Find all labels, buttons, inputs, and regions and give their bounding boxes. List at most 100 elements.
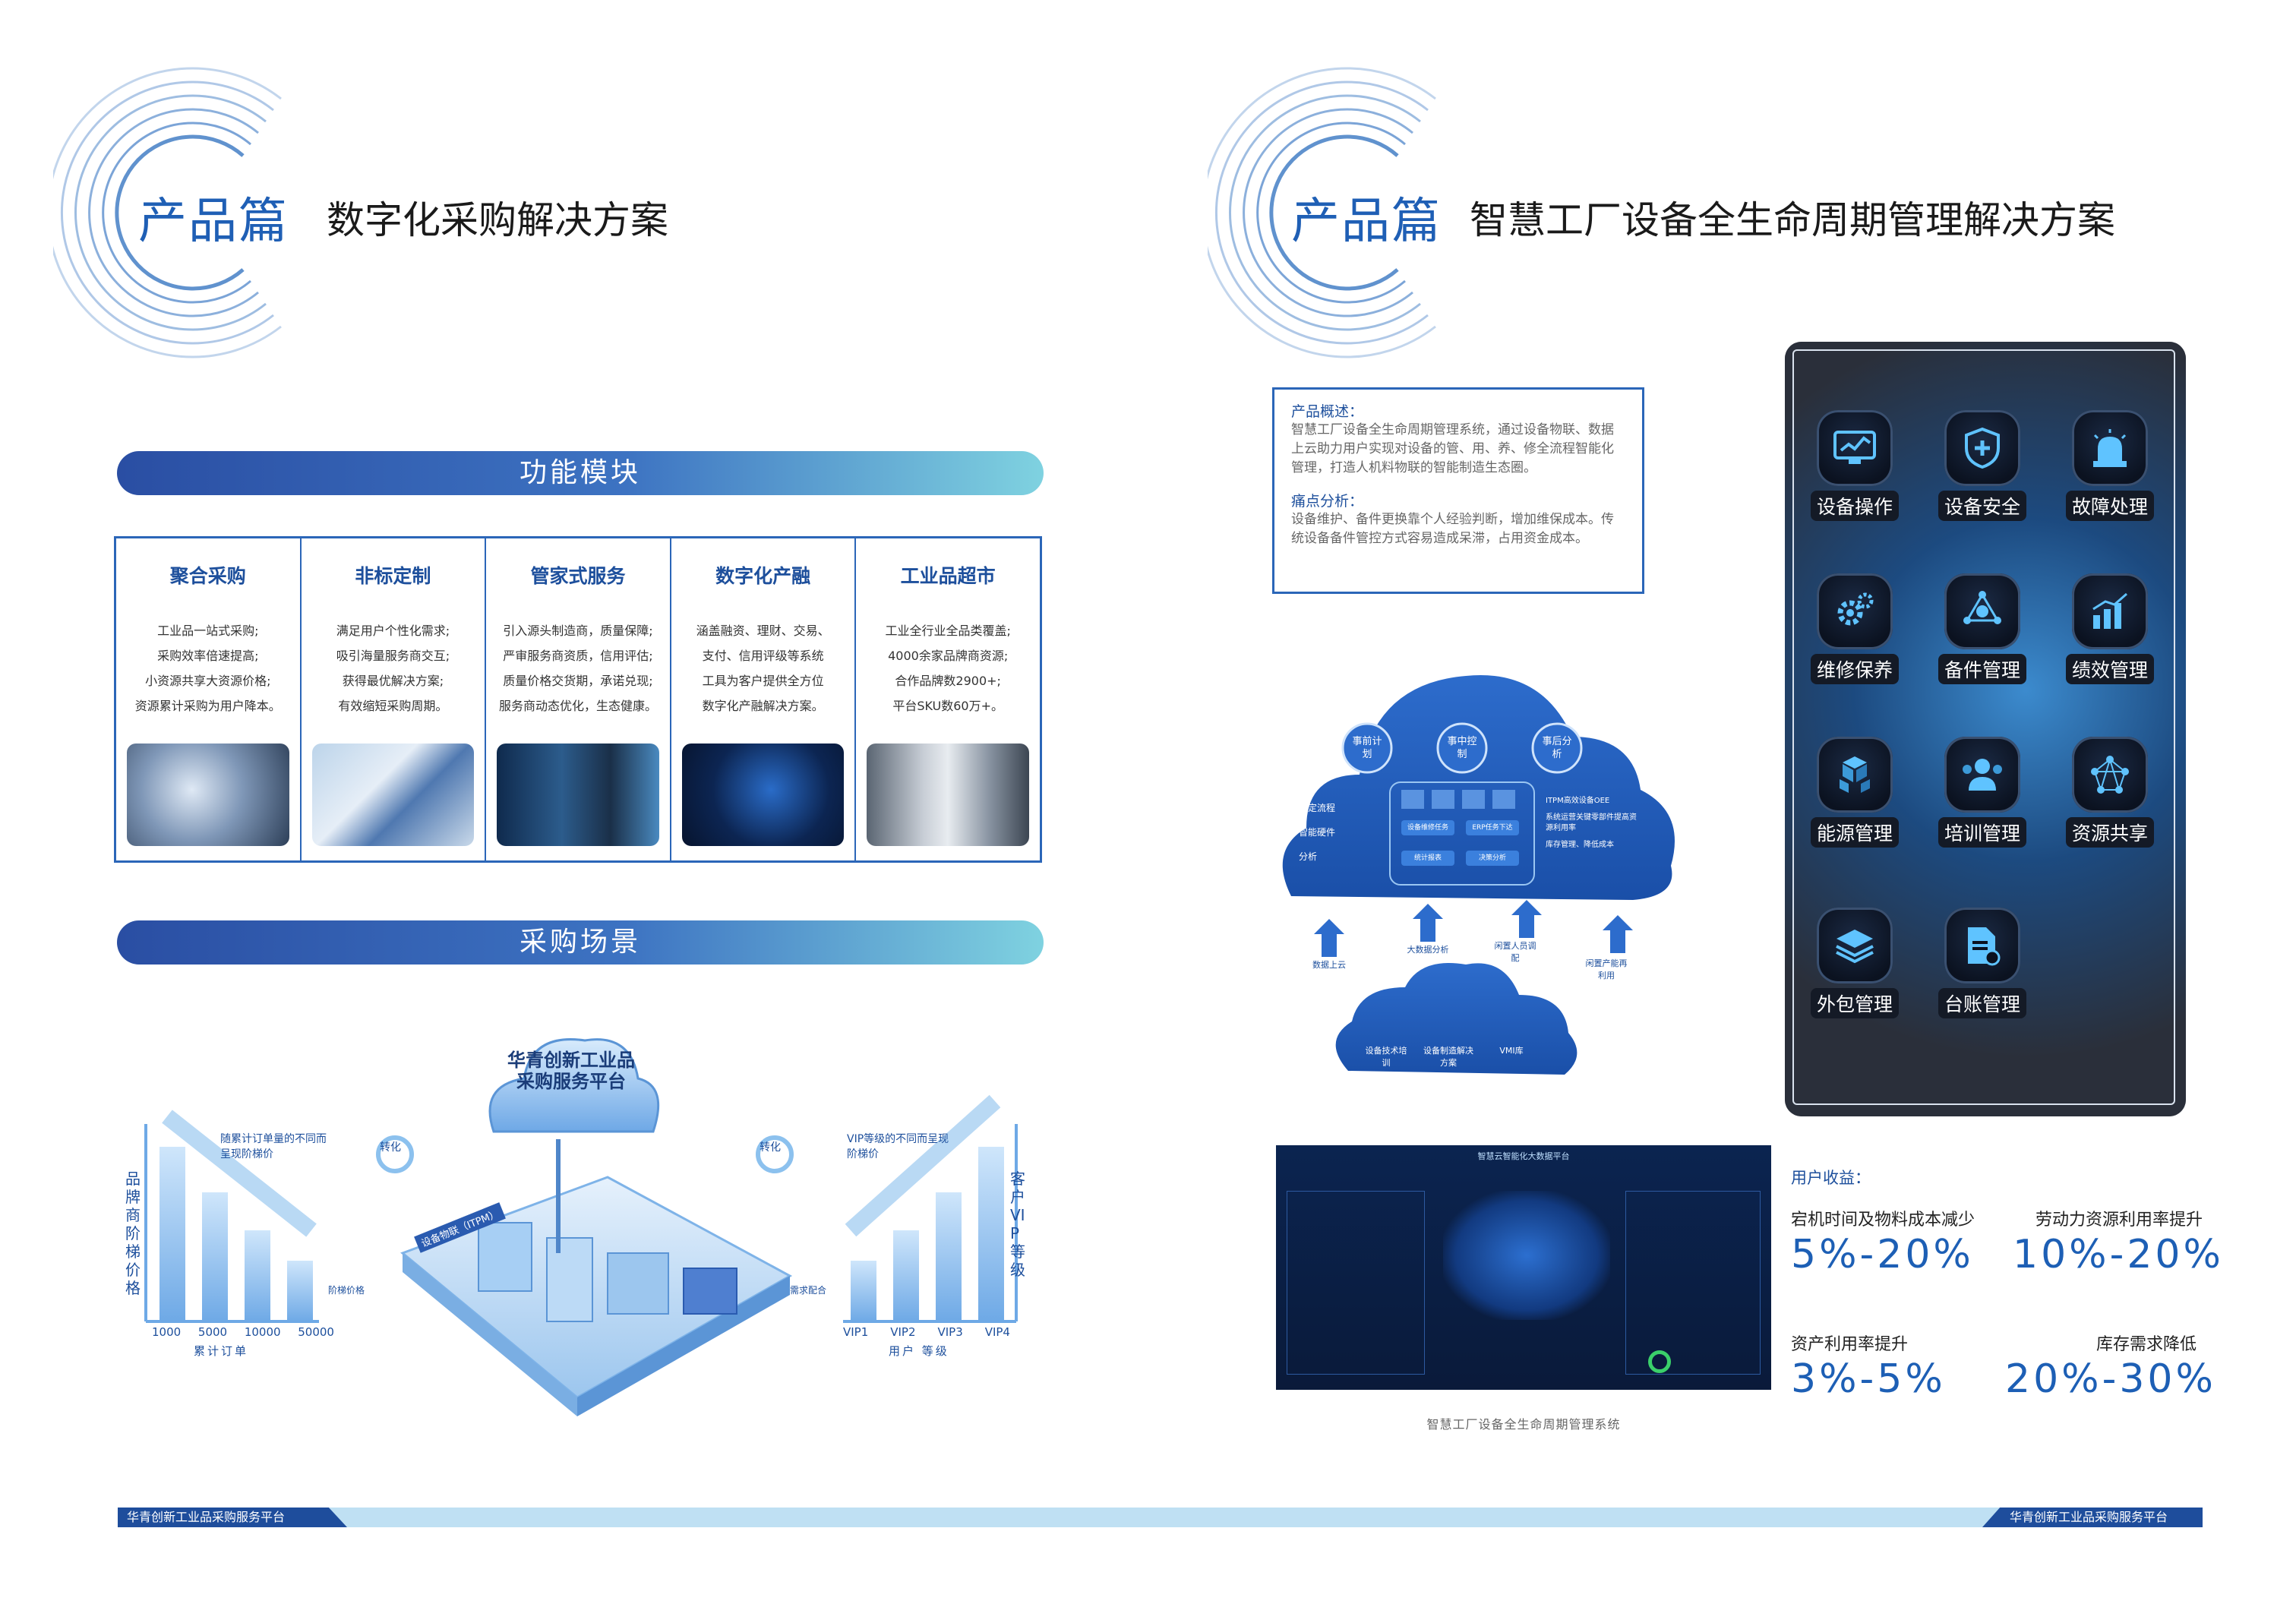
right-note: VIP等级的不同而呈现阶梯价 — [847, 1133, 949, 1160]
module-line: 有效缩短采购周期。 — [338, 699, 448, 713]
gains-heading: 用户收益： — [1791, 1169, 1871, 1187]
module-line: 支付、信用评级等系统 — [702, 649, 824, 663]
network-nodes-icon — [2072, 737, 2148, 813]
module-line: 严审服务商资质，信用评估; — [503, 649, 653, 663]
decorative-rings-left — [53, 67, 282, 358]
cloud-left-item: 分析 — [1299, 851, 1318, 862]
dashboard-caption: 智慧工厂设备全生命周期管理系统 — [1426, 1417, 1621, 1432]
tag-left-arrow: 阶梯价格 — [328, 1285, 365, 1296]
dashboard-screenshot: 智慧云智能化大数据平台 — [1276, 1145, 1771, 1390]
cloud-right-item: 系统运营关键零部件提高资源利用率 — [1546, 813, 1637, 832]
module-title: 非标定制 — [355, 565, 431, 587]
cloud-button: 统计报表 — [1413, 854, 1442, 862]
module-line: 工具为客户提供全方位 — [702, 674, 824, 688]
app-label: 外包管理 — [1810, 988, 1899, 1018]
app-performance[interactable]: 绩效管理 — [2064, 573, 2155, 684]
pain-heading: 痛点分析： — [1291, 493, 1364, 510]
left-vertical-label: 品牌商阶梯价格 — [125, 1170, 141, 1297]
tick: 50000 — [298, 1325, 334, 1339]
dashboard-left-panel — [1287, 1191, 1425, 1375]
module-line: 4000余家品牌商资源; — [888, 649, 1009, 663]
tick: VIP1 — [843, 1325, 869, 1339]
app-energy[interactable]: 能源管理 — [1809, 737, 1900, 848]
app-label: 故障处理 — [2065, 491, 2154, 521]
app-label: 能源管理 — [1810, 817, 1899, 848]
left-note: 随累计订单量的不同而呈现阶梯价 — [220, 1133, 327, 1160]
cloud-right-item: 库存管理、降低成本 — [1546, 841, 1614, 849]
app-fault-handling[interactable]: 故障处理 — [2064, 410, 2155, 521]
phone-frame — [1792, 349, 2175, 1105]
module-line: 平台SKU数60万+。 — [892, 699, 1004, 713]
tick: VIP2 — [890, 1325, 916, 1339]
document-icon — [1944, 908, 2020, 983]
tick: VIP3 — [937, 1325, 963, 1339]
bar-chart-icon — [2072, 573, 2148, 649]
app-ledger[interactable]: 台账管理 — [1937, 908, 2028, 1018]
gain-value: 20%-30% — [2005, 1356, 2216, 1402]
gain-value: 5%-20% — [1791, 1232, 1974, 1277]
shield-plus-icon — [1944, 410, 2020, 486]
app-label: 维修保养 — [1810, 654, 1899, 684]
function-modules-bar: 功能模块 — [117, 451, 1044, 495]
function-modules: 聚合采购 工业品一站式采购; 采购效率倍速提高; 小资源共享大资源价格; 资源累… — [114, 536, 1042, 863]
dashboard-map — [1443, 1191, 1610, 1320]
module-title: 管家式服务 — [530, 565, 626, 587]
module-image — [127, 744, 289, 846]
section-title: 产品篇 — [1291, 194, 1442, 250]
app-label: 台账管理 — [1938, 988, 2026, 1018]
footer-tag-left: 华青创新工业品采购服务平台 — [118, 1508, 347, 1527]
module-line: 获得最优解决方案; — [342, 674, 444, 688]
cloud-diagram — [1282, 675, 1675, 1075]
module-title: 聚合采购 — [169, 565, 246, 587]
module-line: 小资源共享大资源价格; — [145, 674, 271, 688]
module-image — [497, 744, 659, 846]
tick: 5000 — [197, 1325, 228, 1339]
pain-text: 设备维护、备件更换靠个人经验判断，增加维保成本。传统设备备件管控方式容易造成呆滞… — [1291, 512, 1614, 546]
cloud-bottom-item: 设备制造解决方案 — [1423, 1046, 1473, 1068]
module-line: 合作品牌数2900+; — [895, 674, 1001, 688]
gain-label: 宕机时间及物料成本减少 — [1791, 1211, 1975, 1230]
dashboard-indicator — [1648, 1350, 1671, 1373]
module-line: 满足用户个性化需求; — [336, 624, 450, 638]
purchase-scenes-bar: 采购场景 — [117, 920, 1044, 965]
section-title: 产品篇 — [138, 194, 289, 250]
users-icon — [1944, 737, 2020, 813]
app-device-safety[interactable]: 设备安全 — [1937, 410, 2028, 521]
app-training[interactable]: 培训管理 — [1937, 737, 2028, 848]
molecule-icon — [1944, 573, 2020, 649]
module-line: 数字化产融解决方案。 — [702, 699, 824, 713]
product-overview-card: 产品概述： 智慧工厂设备全生命周期管理系统，通过设备物联、数据上云助力用户实现对… — [1272, 387, 1644, 594]
alarm-light-icon — [2072, 410, 2148, 486]
module-aggregate: 聚合采购 工业品一站式采购; 采购效率倍速提高; 小资源共享大资源价格; 资源累… — [116, 538, 302, 860]
cloud-right-item: ITPM高效设备OEE — [1546, 797, 1610, 805]
module-title: 数字化产融 — [715, 565, 811, 587]
cloud-bottom-item: VMI库 — [1499, 1046, 1524, 1056]
dashboard-title: 智慧云智能化大数据平台 — [1477, 1151, 1570, 1161]
gears-icon — [1817, 573, 1893, 649]
tick: 10000 — [244, 1325, 281, 1339]
dashboard-right-panel — [1625, 1191, 1761, 1375]
right-axis-label: 用户 等级 — [889, 1344, 949, 1358]
gain-value: 10%-20% — [2013, 1232, 2224, 1277]
cloud-button: ERP任务下达 — [1472, 824, 1513, 832]
app-device-operation[interactable]: 设备操作 — [1809, 410, 1900, 521]
app-maintenance[interactable]: 维修保养 — [1809, 573, 1900, 684]
cloud-left-item: 智能硬件 — [1299, 827, 1336, 838]
module-image — [311, 744, 475, 846]
module-finance: 数字化产融 涵盖融资、理财、交易、 支付、信用评级等系统 工具为客户提供全方位 … — [671, 538, 857, 860]
arrow-label: 闲置人员调配 — [1494, 941, 1536, 963]
app-spare-parts[interactable]: 备件管理 — [1937, 573, 2028, 684]
cloud-stage: 事前计划 — [1352, 736, 1382, 760]
arrow-label: 数据上云 — [1312, 960, 1346, 970]
right-ticks: VIP1 VIP2 VIP3 VIP4 — [843, 1325, 1010, 1339]
app-resource-sharing[interactable]: 资源共享 — [2064, 737, 2155, 848]
app-outsourcing[interactable]: 外包管理 — [1809, 908, 1900, 1018]
app-grid-phone: 设备操作 设备安全 故障处理 维修保养 备件管理 绩效管理 能源管理 培训管理 … — [1785, 342, 2186, 1116]
cloud-left-item: 制定流程 — [1299, 803, 1336, 813]
arrow-label: 大数据分析 — [1407, 945, 1449, 955]
module-line: 资源累计采购为用户降本。 — [134, 699, 281, 713]
tick: VIP4 — [984, 1325, 1010, 1339]
app-label: 绩效管理 — [2065, 654, 2154, 684]
app-label: 设备操作 — [1810, 491, 1899, 521]
app-label: 培训管理 — [1938, 817, 2026, 848]
